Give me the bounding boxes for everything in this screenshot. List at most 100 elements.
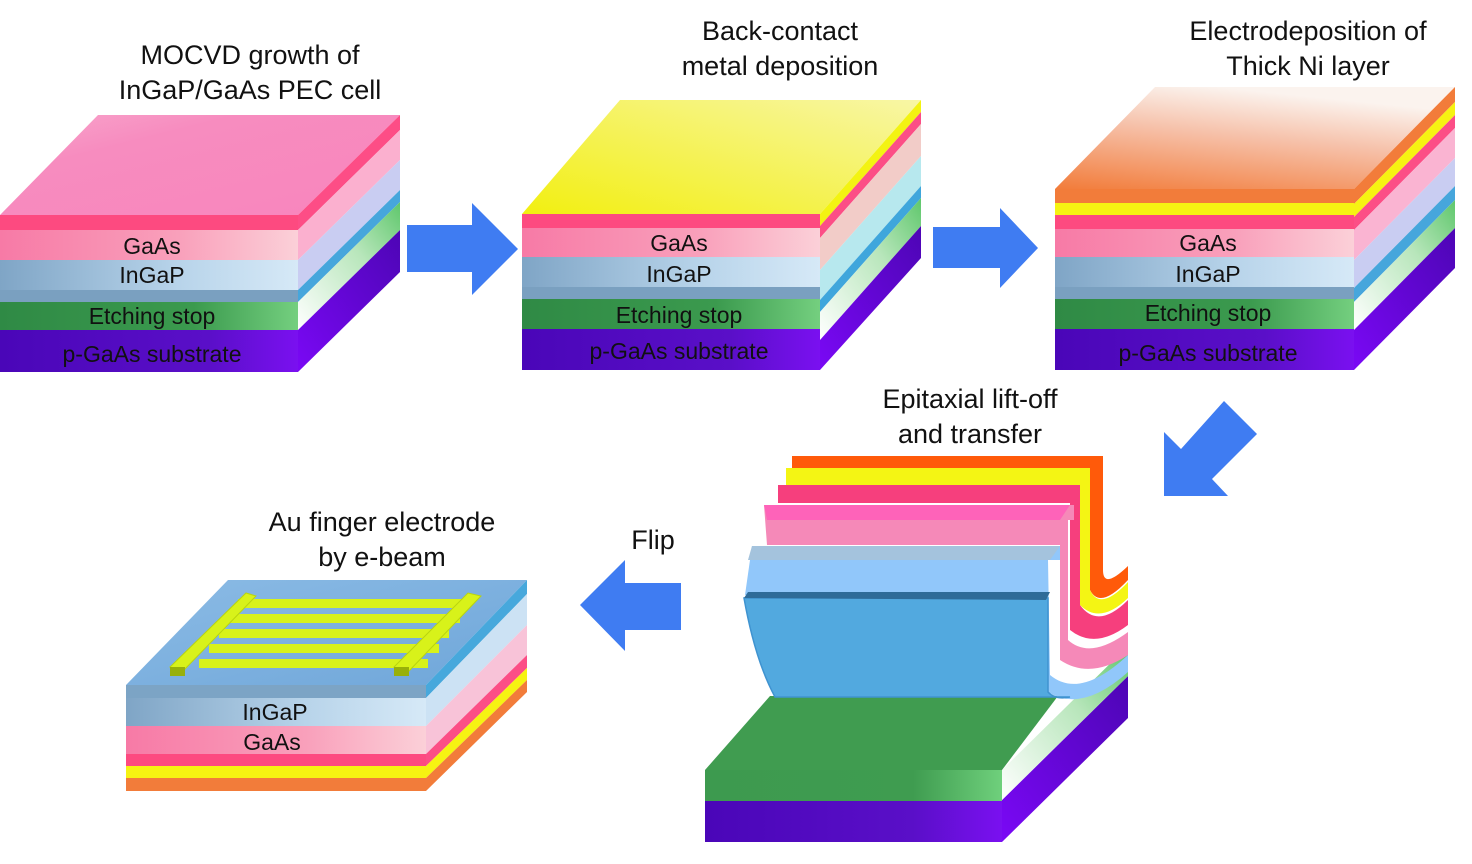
step-caption-lift-off: Epitaxial lift-off and transfer	[810, 382, 1130, 452]
peeled-ingap-layer	[745, 546, 1128, 700]
side-ingap-dark	[1354, 186, 1455, 302]
side-substrate	[1002, 676, 1128, 842]
layer-label-gaas: GaAs	[650, 230, 708, 256]
side-gaas	[820, 124, 921, 270]
step-caption-mocvd: MOCVD growth of InGaP/GaAs PEC cell	[90, 38, 410, 108]
side-etch	[820, 198, 921, 340]
side-ni	[426, 680, 527, 791]
layer-label-etching-stop: Etching stop	[89, 303, 216, 329]
top-face-ni	[1055, 87, 1455, 189]
front-ingap	[522, 257, 820, 287]
step-caption-finger-electrode: Au finger electrode by e-beam	[222, 505, 542, 575]
step-back-contact-block: GaAs InGaP Etching stop p-GaAs substrate	[522, 100, 921, 370]
electrode-finger	[219, 629, 449, 638]
arrow-right-icon	[407, 203, 518, 295]
caption-line: InGaP/GaAs PEC cell	[118, 75, 382, 105]
side-ingap	[820, 156, 921, 300]
side-etch	[298, 202, 400, 330]
top-face-gaas	[0, 115, 400, 215]
step-caption-electrodeposition: Electrodeposition of Thick Ni layer	[1148, 14, 1468, 84]
layer-label-ingap: InGaP	[646, 261, 711, 287]
front-ingap-dark	[0, 290, 298, 302]
step-finger-electrode-block: InGaP GaAs	[126, 580, 527, 791]
peeled-ingap-top-edge	[748, 546, 1060, 560]
front-gaas	[0, 230, 298, 260]
electrode-pad-right	[394, 667, 409, 676]
layer-label-gaas: GaAs	[1179, 230, 1237, 256]
front-etch	[522, 299, 820, 329]
front-substrate	[1055, 329, 1354, 370]
side-ingap-dark	[298, 190, 400, 302]
layer-label-ingap: InGaP	[1175, 261, 1240, 287]
caption-line: Back-contact	[701, 16, 859, 46]
layer-label-ingap: InGaP	[119, 262, 184, 288]
au-finger-electrode	[169, 592, 482, 676]
electrode-finger	[229, 614, 460, 623]
side-ni	[1354, 87, 1455, 204]
front-gaas-cap	[0, 215, 298, 230]
caption-line: Epitaxial lift-off	[882, 384, 1058, 414]
layer-label-etching-stop: Etching stop	[1145, 300, 1272, 326]
front-ingap-dark	[1055, 287, 1354, 299]
electrode-pad-left	[170, 667, 185, 676]
layer-label-substrate: p-GaAs substrate	[1119, 340, 1298, 366]
peeled-ingap-front	[743, 597, 1071, 699]
front-substrate	[0, 330, 298, 372]
side-yellow	[1354, 102, 1455, 217]
electrode-finger	[209, 644, 439, 653]
caption-line: Electrodeposition of	[1189, 16, 1427, 46]
peeled-gaas-top-edge	[764, 505, 1070, 520]
front-yellow	[126, 766, 426, 778]
layer-label-gaas: GaAs	[243, 729, 301, 755]
peeled-gaas-cap-layer	[778, 485, 1128, 639]
front-ingap-dark	[522, 287, 820, 299]
arrow-down-left-icon	[1164, 401, 1257, 496]
arrow-label-flip: Flip	[631, 525, 675, 555]
front-yellow	[1055, 203, 1354, 215]
layer-label-etching-stop: Etching stop	[616, 302, 743, 328]
front-ingap	[1055, 257, 1354, 287]
front-gaas-cap	[1055, 215, 1354, 229]
side-gaas-cap	[1354, 115, 1455, 230]
layer-label-substrate: p-GaAs substrate	[63, 341, 242, 367]
side-ingap-top	[426, 580, 527, 698]
step-electrodeposition-block: GaAs InGaP Etching stop p-GaAs substrate	[1055, 87, 1455, 370]
front-gaas-cap	[522, 214, 820, 228]
arrow-right-icon	[933, 208, 1038, 288]
top-face-back-contact	[522, 100, 921, 214]
peeled-ingap-dark-edge	[744, 592, 1050, 600]
layer-label-gaas: GaAs	[123, 233, 181, 259]
caption-line: Au finger electrode	[268, 507, 496, 537]
peeled-ni-layer	[792, 456, 1128, 598]
front-etch	[0, 302, 298, 330]
step-mocvd-block: GaAs InGaP Etching stop p-GaAs substrate	[0, 115, 400, 372]
caption-line: metal deposition	[681, 51, 879, 81]
side-gaas-cap	[298, 115, 400, 230]
side-ingap	[298, 160, 400, 290]
step-lift-off-block	[705, 456, 1128, 842]
peeled-gaas-layer	[764, 505, 1128, 669]
side-gaas	[426, 625, 527, 754]
side-substrate	[820, 226, 921, 370]
front-etch	[705, 770, 1002, 801]
front-ingap-top	[126, 685, 426, 698]
arrow-left-icon	[580, 560, 681, 651]
side-substrate	[1354, 228, 1455, 370]
electrode-finger	[199, 659, 428, 668]
front-ni	[126, 778, 426, 791]
front-gaas	[522, 228, 820, 257]
side-substrate	[298, 230, 400, 372]
side-etch	[1354, 200, 1455, 330]
side-gaas-cap	[426, 655, 527, 766]
side-yellow	[426, 668, 527, 778]
side-ingap	[1354, 158, 1455, 288]
layer-label-substrate: p-GaAs substrate	[590, 338, 769, 364]
side-gaas	[298, 130, 400, 260]
top-etch	[705, 696, 1058, 770]
electrode-finger	[238, 599, 470, 608]
front-gaas	[1055, 229, 1354, 257]
front-gaas	[126, 726, 426, 754]
caption-line: MOCVD growth of	[140, 40, 360, 70]
front-substrate	[705, 801, 1002, 842]
